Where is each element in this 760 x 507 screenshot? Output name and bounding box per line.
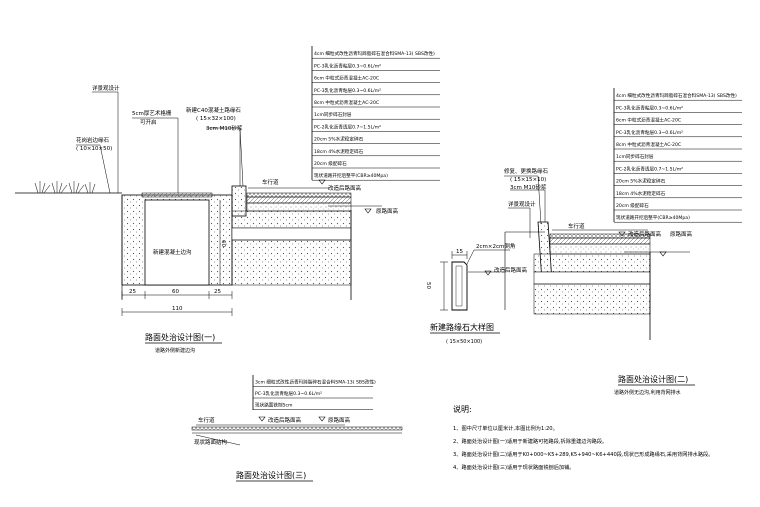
note-3: 3、路面处治设计图(二)适用于K0+000~K5+289,K5+940~K6+4…	[453, 450, 713, 458]
label-lane-2: 车行道	[568, 222, 585, 230]
title-drawing-1: 路面处治设计图(一)	[145, 332, 215, 342]
layer-row-9: 20cm 级配碎石	[616, 202, 649, 209]
label-grating-open: 可开启	[140, 118, 157, 126]
layer-row-5: 1cm同步碎石封层	[616, 153, 654, 160]
layer-table-1: 4cm 细粒式改性沥青玛蹄脂碎石混合料SMA-13( SBS改性) PC-3乳化沥…	[311, 46, 440, 181]
drawing-1: 4cm 细粒式改性沥青玛蹄脂碎石混合料SMA-13( SBS改性) PC-3乳化沥…	[15, 46, 440, 354]
detail-chamfer: 2cm×2cm倒角	[476, 242, 515, 250]
notes: 说明: 1、图中尺寸单位以厘米计,本图比例为1:20。 2、路面处治设计图(一)…	[453, 404, 713, 471]
layer-row-5: 1cm同步碎石封层	[314, 111, 352, 118]
detail-size: ( 15×50×100)	[446, 339, 482, 345]
layer-row-1: PC-3乳化沥青粘层0.3~0.6L/m²	[314, 62, 381, 69]
layer-row-10: 现状道路开挖后整平(CBR≥40Mpa)	[616, 214, 690, 221]
layer-table-3: 3cm 细粒式改性沥青玛蹄脂碎石混合料SMA-13( SBS改性) PC-3乳化沥…	[252, 375, 376, 410]
layer-row-8: 18cm 4%水泥稳定碎石	[616, 190, 666, 197]
label-repair-size: ( 15×15×10)	[510, 177, 546, 183]
layer-row-8: 18cm 4%水泥稳定碎石	[314, 148, 364, 155]
label-lane-3: 车行道	[198, 416, 215, 424]
pavement-1	[231, 185, 352, 300]
title-drawing-3: 路面处治设计图(三)	[236, 470, 306, 480]
layer-row-10: 现状道路开挖后整平(CBR≥40Mpa)	[314, 172, 388, 179]
dim-right-1: 25	[214, 289, 221, 295]
dim-depth-1: 60	[220, 240, 226, 247]
label-drain: 新建混凝土边沟	[153, 248, 192, 256]
label-orig-elev-3: 原路面高	[328, 416, 351, 424]
dim-total-1: 110	[172, 306, 183, 312]
label-grating: 5cm厚艺术格栅	[132, 109, 172, 117]
label-pipe-2: 详景观设计	[508, 200, 536, 208]
layer-row-3: PC-3乳化沥青粘层0.3~0.6L/m²	[314, 87, 381, 94]
label-road-elev-3: 改造后路面高	[268, 416, 302, 424]
edge-ditch	[121, 192, 233, 300]
curb-detail: 15 2cm×2cm倒角 50 改造后路面高 新建路缘石大样图 ( 15×50×…	[425, 242, 528, 345]
note-2: 2、路面处治设计图(一)适用于新建路可拓路段,拆除重建边沟路段。	[453, 437, 607, 445]
layer-row-1: PC-3乳化沥青粘层0.3~0.6L/m²	[616, 104, 683, 111]
layer-row-0: 3cm 细粒式改性沥青玛蹄脂碎石混合料SMA-13( SBS改性)	[255, 379, 376, 386]
pavement-2	[533, 233, 651, 340]
label-planter: 花岗岩边缘石	[76, 136, 110, 144]
layer-row-2: 6cm 中粒式沥青混凝土AC-20C	[314, 75, 379, 82]
layer-row-0: 4cm 细粒式改性沥青玛蹄脂碎石混合料SMA-13( SBS改性)	[314, 50, 435, 57]
layer-table-2: 4cm 细粒式改性沥青玛蹄脂碎石混合料SMA-13( SBS改性) PC-3乳化沥…	[613, 88, 742, 223]
label-mortar-2: 3cm M10砂浆	[510, 183, 547, 191]
label-road-elev-1: 改造后路面高	[328, 184, 362, 192]
detail-road-elev: 改造后路面高	[494, 266, 528, 274]
label-curb-size: ( 15×32×100)	[196, 116, 236, 122]
dim-mid-1: 60	[172, 289, 179, 295]
grass-icon	[34, 181, 96, 194]
label-orig-elev-2: 原路面高	[670, 230, 693, 238]
notes-heading: 说明:	[453, 404, 472, 414]
layer-row-7: 20cm 5%水泥稳定碎石	[616, 178, 666, 185]
label-pipe-1: 详景观设计	[92, 84, 120, 92]
layer-row-3: PC-3乳化沥青粘层0.3~0.6L/m²	[616, 129, 683, 136]
note-1: 1、图中尺寸单位以厘米计,本图比例为1:20。	[453, 424, 558, 432]
label-repair-curb: 修复、更换路缘石	[504, 167, 549, 175]
layer-row-1: PC-3乳化沥青粘层0.3~0.6L/m²	[255, 390, 322, 397]
layer-row-7: 20cm 5%水泥稳定碎石	[314, 136, 364, 143]
layer-row-2: 现状路面铣刨5cm	[255, 402, 293, 409]
label-structure-3: 现状路面结构	[194, 438, 228, 446]
label-mortar-1: 3cm M10砂浆	[206, 124, 243, 132]
layer-row-9: 20cm 级配碎石	[314, 160, 347, 167]
label-orig-elev-1: 原路面高	[376, 207, 399, 215]
drawing-3: 3cm 细粒式改性沥青玛蹄脂碎石混合料SMA-13( SBS改性) PC-3乳化沥…	[191, 375, 403, 482]
subtitle-drawing-1: 道路外侧新建边沟	[155, 347, 195, 354]
layer-row-6: PC-2乳化沥青透层0.7~1.5L/m²	[616, 165, 683, 172]
layer-row-0: 4cm 细粒式改性沥青玛蹄脂碎石混合料SMA-13( SBS改性)	[616, 92, 737, 99]
drawing-2: 4cm 细粒式改性沥青玛蹄脂碎石混合料SMA-13( SBS改性) PC-3乳化沥…	[504, 88, 742, 396]
layer-row-6: PC-2乳化沥青透层0.7~1.5L/m²	[314, 123, 381, 130]
subtitle-drawing-2: 道路外侧无边沟,利用背网排水	[614, 389, 681, 396]
label-road-elev-2: 改造后路面高	[628, 230, 662, 238]
detail-dim-width: 15	[456, 249, 463, 255]
dim-left-1: 25	[129, 289, 136, 295]
layer-row-2: 6cm 中粒式沥青混凝土AC-20C	[616, 117, 681, 124]
label-lane-1: 车行道	[262, 178, 279, 186]
layer-row-4: 8cm 中粒式沥青混凝土AC-20C	[616, 141, 681, 148]
layer-row-4: 8cm 中粒式沥青混凝土AC-20C	[314, 99, 379, 106]
detail-dim-height: 50	[425, 282, 431, 289]
note-4: 4、路面处治设计图(三)适用于现状路面铣刨后加铺。	[453, 463, 574, 471]
label-curb-new: 新建C40混凝土路缘石	[186, 106, 241, 114]
label-planter-size: ( 10×10×50)	[76, 146, 112, 152]
title-drawing-2: 路面处治设计图(二)	[618, 374, 688, 384]
detail-title: 新建路缘石大样图	[430, 322, 494, 332]
